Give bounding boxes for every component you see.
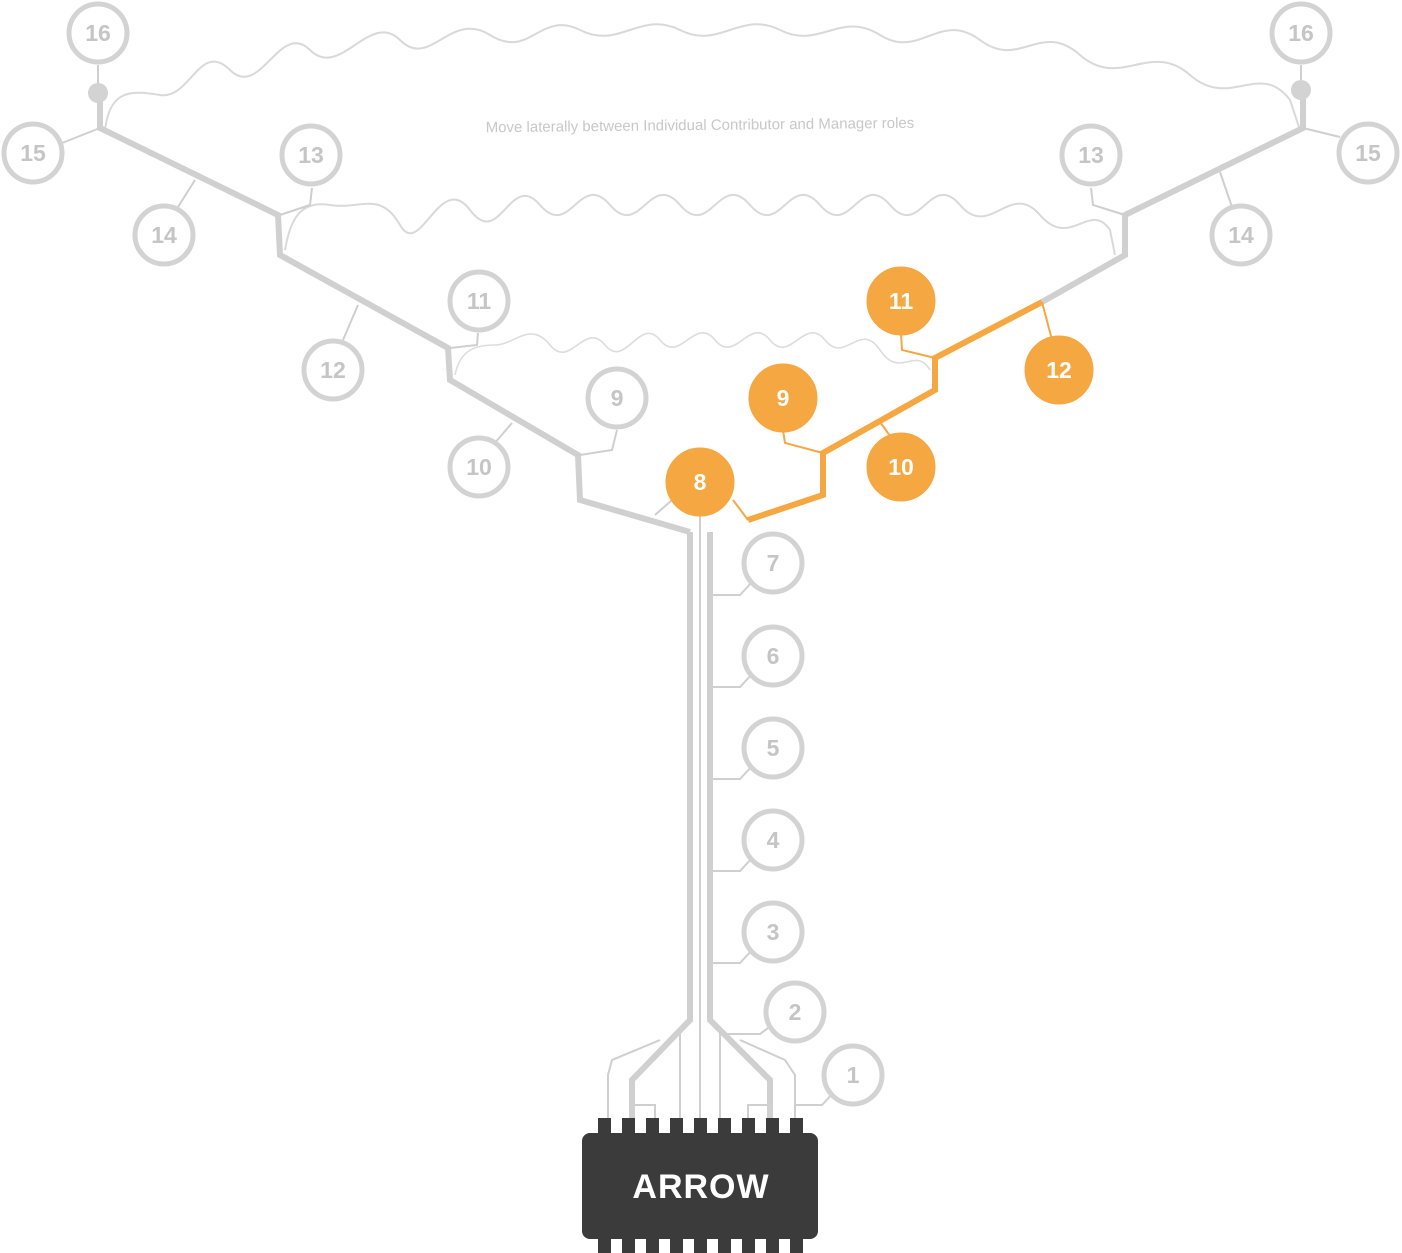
svg-text:9: 9 bbox=[611, 385, 624, 411]
connector-15-left bbox=[61, 127, 101, 144]
level-node-8[interactable]: 8 bbox=[665, 447, 735, 517]
svg-text:4: 4 bbox=[767, 827, 780, 853]
trace-left-3 bbox=[632, 1104, 656, 1122]
connector-3 bbox=[712, 949, 753, 964]
svg-text:9: 9 bbox=[777, 385, 790, 411]
svg-text:10: 10 bbox=[466, 454, 492, 480]
svg-text:16: 16 bbox=[1288, 20, 1314, 46]
svg-text:8: 8 bbox=[694, 469, 707, 495]
svg-text:15: 15 bbox=[1355, 140, 1381, 166]
connector-8-left bbox=[654, 499, 673, 516]
left-level-node-15[interactable]: 15 bbox=[1, 121, 65, 185]
level-node-6[interactable]: 6 bbox=[741, 624, 805, 688]
top-dot-left bbox=[88, 83, 108, 103]
main-trunk-right bbox=[707, 532, 773, 1122]
right-level-node-14[interactable]: 14 bbox=[1209, 203, 1273, 267]
right-level-node-12[interactable]: 12 bbox=[1024, 335, 1094, 405]
left-level-node-10[interactable]: 10 bbox=[447, 435, 511, 499]
trace-right-2 bbox=[739, 1039, 796, 1122]
level-node-3[interactable]: 3 bbox=[741, 900, 805, 964]
chip: ARROW bbox=[582, 1118, 818, 1253]
connector-13-left bbox=[279, 187, 313, 216]
main-trunk-left bbox=[629, 532, 693, 1122]
connector-7 bbox=[712, 581, 753, 596]
svg-text:1: 1 bbox=[847, 1062, 860, 1088]
left-level-node-11[interactable]: 11 bbox=[447, 269, 511, 333]
left-level-node-9[interactable]: 9 bbox=[585, 366, 649, 430]
arrow-logo: ARROW bbox=[632, 1168, 769, 1206]
svg-text:14: 14 bbox=[151, 222, 177, 248]
connector-15-right bbox=[1302, 127, 1341, 138]
connector-12-left bbox=[342, 304, 359, 341]
level-node-4[interactable]: 4 bbox=[741, 808, 805, 872]
level-node-5[interactable]: 5 bbox=[741, 716, 805, 780]
connector-2 bbox=[720, 1024, 773, 1035]
connector-4 bbox=[712, 857, 753, 872]
right-level-node-10[interactable]: 10 bbox=[866, 432, 936, 502]
right-level-node-15[interactable]: 15 bbox=[1336, 121, 1400, 185]
top-dot-right bbox=[1291, 80, 1311, 100]
svg-text:7: 7 bbox=[767, 550, 780, 576]
connector-11-left bbox=[449, 332, 479, 349]
svg-text:2: 2 bbox=[789, 999, 802, 1025]
lateral-wave-top bbox=[104, 23, 1301, 131]
svg-text:11: 11 bbox=[467, 288, 492, 314]
lateral-move-label: Move laterally between Individual Contri… bbox=[486, 115, 915, 136]
right-level-node-16[interactable]: 16 bbox=[1269, 1, 1333, 65]
right-branch-trunk-active bbox=[747, 299, 1044, 523]
svg-text:14: 14 bbox=[1228, 222, 1254, 248]
level-node-2[interactable]: 2 bbox=[763, 980, 827, 1044]
connector-13-right bbox=[1090, 187, 1126, 216]
svg-text:13: 13 bbox=[298, 142, 324, 168]
left-level-node-13[interactable]: 13 bbox=[279, 123, 343, 187]
lateral-wave-bottom bbox=[454, 332, 931, 376]
svg-text:12: 12 bbox=[320, 357, 346, 383]
connector-8-right bbox=[732, 499, 749, 521]
left-level-node-14[interactable]: 14 bbox=[132, 203, 196, 267]
right-level-node-13[interactable]: 13 bbox=[1059, 123, 1123, 187]
svg-text:10: 10 bbox=[888, 454, 914, 480]
svg-text:5: 5 bbox=[767, 735, 780, 761]
chip-pins-top bbox=[598, 1118, 803, 1136]
connector-11-right bbox=[900, 332, 936, 359]
connector-14-right bbox=[1219, 171, 1233, 208]
svg-text:15: 15 bbox=[20, 140, 46, 166]
left-branch-trunk bbox=[97, 95, 691, 535]
level-node-1[interactable]: 1 bbox=[821, 1043, 885, 1107]
connector-9-left bbox=[579, 429, 618, 456]
right-level-node-11[interactable]: 11 bbox=[866, 266, 936, 336]
connector-9-right bbox=[782, 429, 824, 454]
connector-5 bbox=[712, 765, 753, 780]
lateral-wave-middle bbox=[284, 193, 1116, 256]
trace-right-3 bbox=[747, 1104, 770, 1122]
svg-text:11: 11 bbox=[889, 288, 914, 314]
left-level-node-12[interactable]: 12 bbox=[301, 338, 365, 402]
connector-12-right bbox=[1041, 301, 1053, 341]
right-level-node-9[interactable]: 9 bbox=[748, 363, 818, 433]
svg-text:12: 12 bbox=[1046, 357, 1072, 383]
chip-body bbox=[582, 1133, 818, 1239]
trace-left-2 bbox=[607, 1039, 661, 1122]
left-level-node-16[interactable]: 16 bbox=[66, 1, 130, 65]
svg-text:3: 3 bbox=[767, 919, 780, 945]
svg-text:6: 6 bbox=[767, 643, 780, 669]
level-node-7[interactable]: 7 bbox=[741, 531, 805, 595]
svg-text:13: 13 bbox=[1078, 142, 1104, 168]
connector-6 bbox=[712, 673, 753, 688]
svg-text:16: 16 bbox=[85, 20, 111, 46]
connector-14-left bbox=[177, 179, 196, 208]
chip-pins-bottom bbox=[598, 1235, 803, 1253]
